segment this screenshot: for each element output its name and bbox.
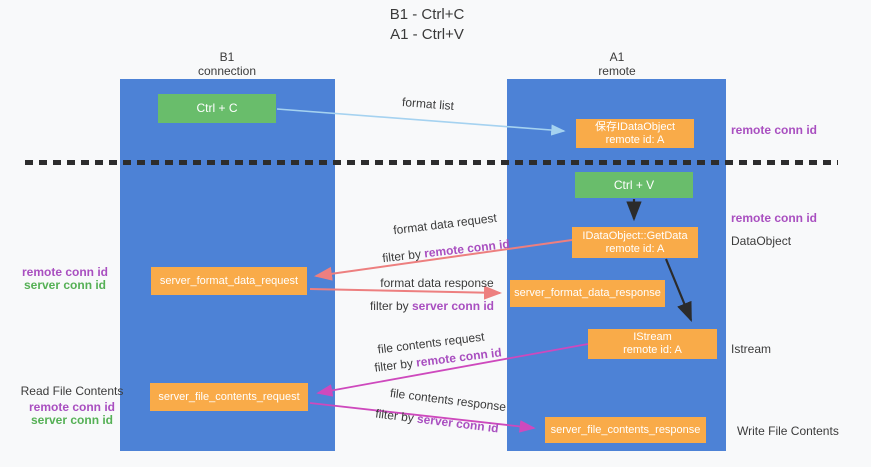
ctrl-c-box: Ctrl + C	[158, 94, 276, 123]
server-conn-id-annotation-bottom: server conn id	[30, 413, 114, 427]
idataobject-getdata-box: IDataObject::GetData remote id: A	[572, 227, 698, 258]
title-line-1: B1 - Ctrl+C	[389, 6, 465, 23]
column-b1-name: B1	[219, 50, 235, 64]
session-separator-dashed-line	[25, 160, 838, 165]
save-idataobject-line2: remote id: A	[605, 133, 665, 146]
filter-by-text: filter by	[369, 299, 412, 313]
column-a1-role: remote	[598, 64, 636, 78]
filter-by-server-conn-id-label-1: filter by server conn id	[364, 299, 500, 313]
remote-conn-id-text: remote conn id	[423, 236, 511, 261]
diagram-title: B1 - Ctrl+C A1 - Ctrl+V	[287, 5, 567, 45]
column-header-a1: A1 remote	[567, 50, 667, 78]
server-conn-id-annotation-left: server conn id	[23, 278, 107, 292]
write-file-contents-annotation: Write File Contents	[737, 424, 839, 438]
remote-conn-id-annotation-mid: remote conn id	[731, 211, 818, 225]
server-format-data-request-box: server_format_data_request	[151, 267, 307, 295]
filter-by-text: filter by	[381, 246, 425, 266]
remote-conn-id-annotation-bottom: remote conn id	[28, 400, 115, 414]
column-a1-name: A1	[609, 50, 625, 64]
getdata-line2: remote id: A	[605, 242, 665, 255]
filter-by-remote-conn-id-label-1: filter by remote conn id	[371, 236, 522, 267]
getdata-line1: IDataObject::GetData	[582, 229, 688, 242]
server-format-data-request-label: server_format_data_request	[159, 274, 299, 287]
filter-by-text: filter by	[374, 406, 418, 426]
save-idataobject-box: 保存IDataObject remote id: A	[576, 119, 694, 148]
istream-line2: remote id: A	[623, 344, 682, 356]
format-list-label: format list	[401, 94, 455, 114]
save-idataobject-line1: 保存IDataObject	[594, 120, 676, 133]
column-b1-role: connection	[197, 64, 257, 78]
server-file-contents-request-box: server_file_contents_request	[150, 383, 308, 411]
format-data-request-label: format data request	[392, 210, 498, 238]
ctrl-c-label: Ctrl + C	[196, 101, 238, 115]
server-file-contents-response-box: server_file_contents_response	[545, 417, 706, 443]
dataobject-annotation: DataObject	[731, 234, 792, 248]
remote-conn-id-annotation-left: remote conn id	[21, 265, 108, 279]
istream-box: IStream remote id: A	[588, 329, 717, 359]
column-header-b1: B1 connection	[177, 50, 277, 78]
ctrl-v-box: Ctrl + V	[575, 172, 693, 198]
istream-annotation: Istream	[731, 342, 772, 356]
server-file-contents-request-label: server_file_contents_request	[158, 390, 300, 403]
filter-by-text: filter by	[373, 355, 418, 375]
title-line-2: A1 - Ctrl+V	[390, 26, 464, 43]
server-format-data-response-box: server_format_data_response	[510, 280, 665, 307]
server-format-data-response-label: server_format_data_response	[514, 287, 661, 299]
read-file-contents-annotation: Read File Contents	[20, 384, 124, 398]
format-data-response-label: format data response	[380, 276, 494, 290]
server-file-contents-response-label: server_file_contents_response	[550, 423, 701, 436]
ctrl-v-label: Ctrl + V	[613, 177, 655, 192]
server-conn-id-text: server conn id	[411, 299, 495, 313]
server-conn-id-text: server conn id	[416, 411, 500, 436]
istream-line1: IStream	[633, 331, 672, 343]
read-file-contents-annotation-group: Read File Contents remote conn id server…	[20, 385, 124, 427]
left-conn-id-annotation-group: remote conn id server conn id	[15, 266, 115, 292]
remote-conn-id-annotation-top: remote conn id	[731, 123, 818, 137]
